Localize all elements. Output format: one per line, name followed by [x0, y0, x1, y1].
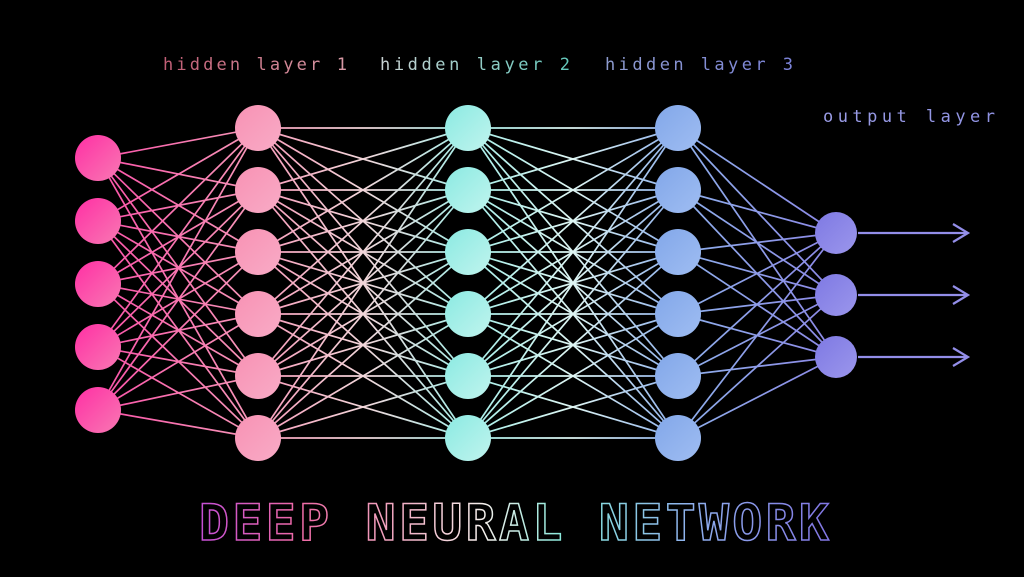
connection-line — [97, 127, 259, 411]
hidden-layer-2-label: hidden layer 2 — [380, 55, 570, 75]
connection-line — [677, 232, 837, 315]
hidden-layer-3-label: hidden layer 3 — [605, 55, 793, 75]
neuron-hidden-1 — [235, 415, 281, 461]
connection-line — [467, 127, 679, 191]
neuron-hidden-3 — [655, 353, 701, 399]
connection-line — [467, 251, 679, 439]
neuron-hidden-1 — [235, 291, 281, 337]
output-layer-label: output layer — [823, 107, 995, 127]
connection-line — [257, 189, 469, 439]
connection-line — [97, 251, 259, 411]
connection-line — [677, 294, 837, 439]
neuron-input — [75, 135, 121, 181]
connection-line — [257, 375, 469, 439]
connection-line — [257, 127, 469, 315]
hidden-layer-1-label: hidden layer 1 — [163, 55, 347, 75]
neuron-hidden-1 — [235, 167, 281, 213]
connection-line — [97, 409, 259, 439]
neuron-output — [815, 212, 857, 254]
connection-line — [97, 189, 259, 411]
neuron-hidden-2 — [445, 415, 491, 461]
connection-line — [257, 251, 469, 439]
connection-line — [97, 313, 259, 411]
output-arrows-group — [858, 223, 971, 367]
connection-line — [467, 375, 679, 439]
connection-line — [467, 127, 679, 315]
connection-line — [97, 127, 259, 159]
connection-line — [677, 232, 837, 253]
neuron-output — [815, 274, 857, 316]
connection-line — [467, 189, 679, 439]
poster-title: DEEP NEURAL NETWORK — [199, 494, 829, 552]
neuron-hidden-1 — [235, 229, 281, 275]
connection-line — [467, 127, 679, 253]
connection-line — [257, 127, 469, 253]
connection-line — [677, 127, 837, 234]
neuron-hidden-3 — [655, 291, 701, 337]
neuron-output — [815, 336, 857, 378]
neuron-hidden-2 — [445, 229, 491, 275]
connection-line — [467, 313, 679, 439]
output-arrow-head — [952, 285, 971, 305]
connection-line — [257, 313, 469, 439]
neuron-hidden-3 — [655, 229, 701, 275]
neuron-hidden-2 — [445, 167, 491, 213]
neuron-hidden-2 — [445, 291, 491, 337]
neuron-hidden-3 — [655, 167, 701, 213]
nodes-group — [75, 105, 857, 461]
connection-line — [97, 127, 259, 222]
neuron-hidden-1 — [235, 353, 281, 399]
connection-line — [97, 127, 259, 285]
connection-line — [257, 127, 469, 377]
connection-line — [677, 232, 837, 439]
neuron-hidden-2 — [445, 353, 491, 399]
connection-line — [677, 232, 837, 377]
neuron-input — [75, 387, 121, 433]
output-arrow-head — [952, 347, 971, 367]
neuron-hidden-3 — [655, 415, 701, 461]
output-arrow-head — [952, 223, 971, 243]
neuron-hidden-1 — [235, 105, 281, 151]
neuron-input — [75, 261, 121, 307]
neuron-input — [75, 324, 121, 370]
connection-line — [677, 189, 837, 234]
connection-line — [257, 127, 469, 439]
connection-line — [677, 356, 837, 439]
connection-line — [97, 127, 259, 348]
connections-group — [97, 127, 837, 439]
neuron-input — [75, 198, 121, 244]
neuron-hidden-2 — [445, 105, 491, 151]
connection-line — [467, 127, 679, 377]
connection-line — [467, 127, 679, 439]
connection-line — [97, 375, 259, 411]
neuron-hidden-3 — [655, 105, 701, 151]
connection-line — [257, 127, 469, 191]
